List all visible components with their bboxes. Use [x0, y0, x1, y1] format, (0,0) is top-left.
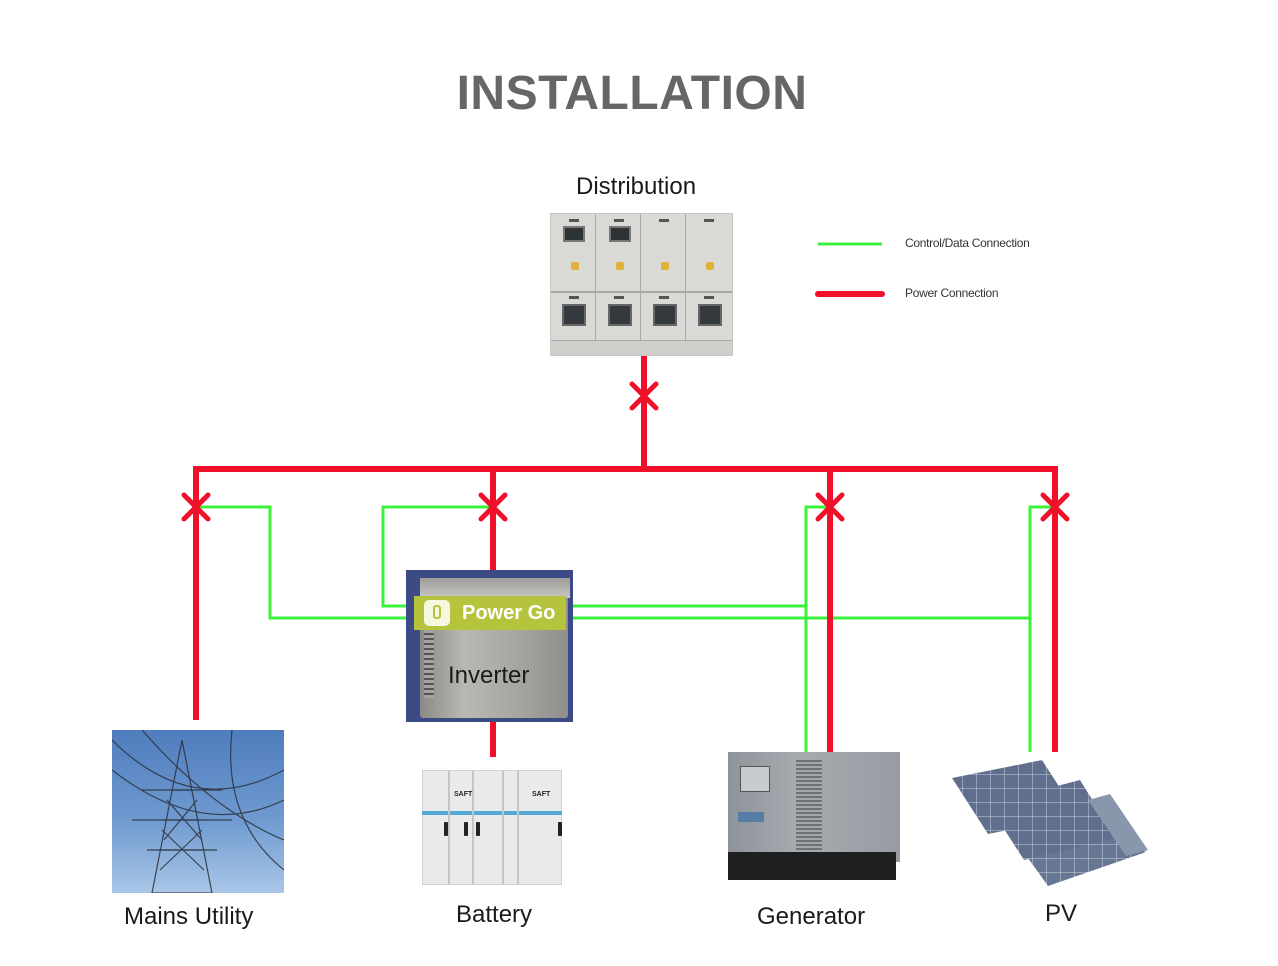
control-line-pv	[573, 505, 1055, 620]
battery-label: Battery	[456, 901, 533, 928]
solar-panel-icon	[952, 760, 1148, 886]
mains-utility-label: Mains Utility	[124, 903, 254, 930]
distribution-label: Distribution	[576, 173, 697, 200]
power-go-badge-text: Power Go	[462, 602, 556, 624]
control-line-generator	[573, 505, 830, 608]
legend-control-label: Control/Data Connection	[905, 236, 1030, 250]
breaker-inverter-icon	[478, 492, 508, 522]
battery-brand-logo: SAFT	[454, 791, 473, 798]
pv-label: PV	[1045, 900, 1078, 927]
generator-label: Generator	[757, 903, 866, 930]
page-title: INSTALLATION	[456, 67, 808, 120]
inverter-image: Power Go Inverter	[406, 570, 573, 722]
power-go-badge: Power Go	[414, 596, 566, 630]
mains-utility-image	[112, 730, 284, 893]
breaker-distribution-icon	[629, 381, 659, 411]
pv-panels-image	[948, 760, 1153, 890]
distribution-panel-image	[550, 213, 733, 356]
power-go-logo-icon	[424, 600, 450, 626]
breaker-pv-icon	[1040, 492, 1070, 522]
control-line-inverter-loop	[381, 505, 493, 608]
inverter-label: Inverter	[448, 662, 530, 689]
pylon-icon	[112, 730, 284, 893]
breaker-mains-icon	[181, 492, 211, 522]
legend-power-label: Power Connection	[905, 286, 999, 300]
power-bus	[193, 466, 1058, 752]
battery-image: SAFT SAFT	[420, 765, 566, 889]
generator-image	[728, 752, 903, 888]
battery-brand-logo: SAFT	[532, 791, 551, 798]
control-line-mains	[196, 505, 410, 620]
breaker-generator-icon	[815, 492, 845, 522]
